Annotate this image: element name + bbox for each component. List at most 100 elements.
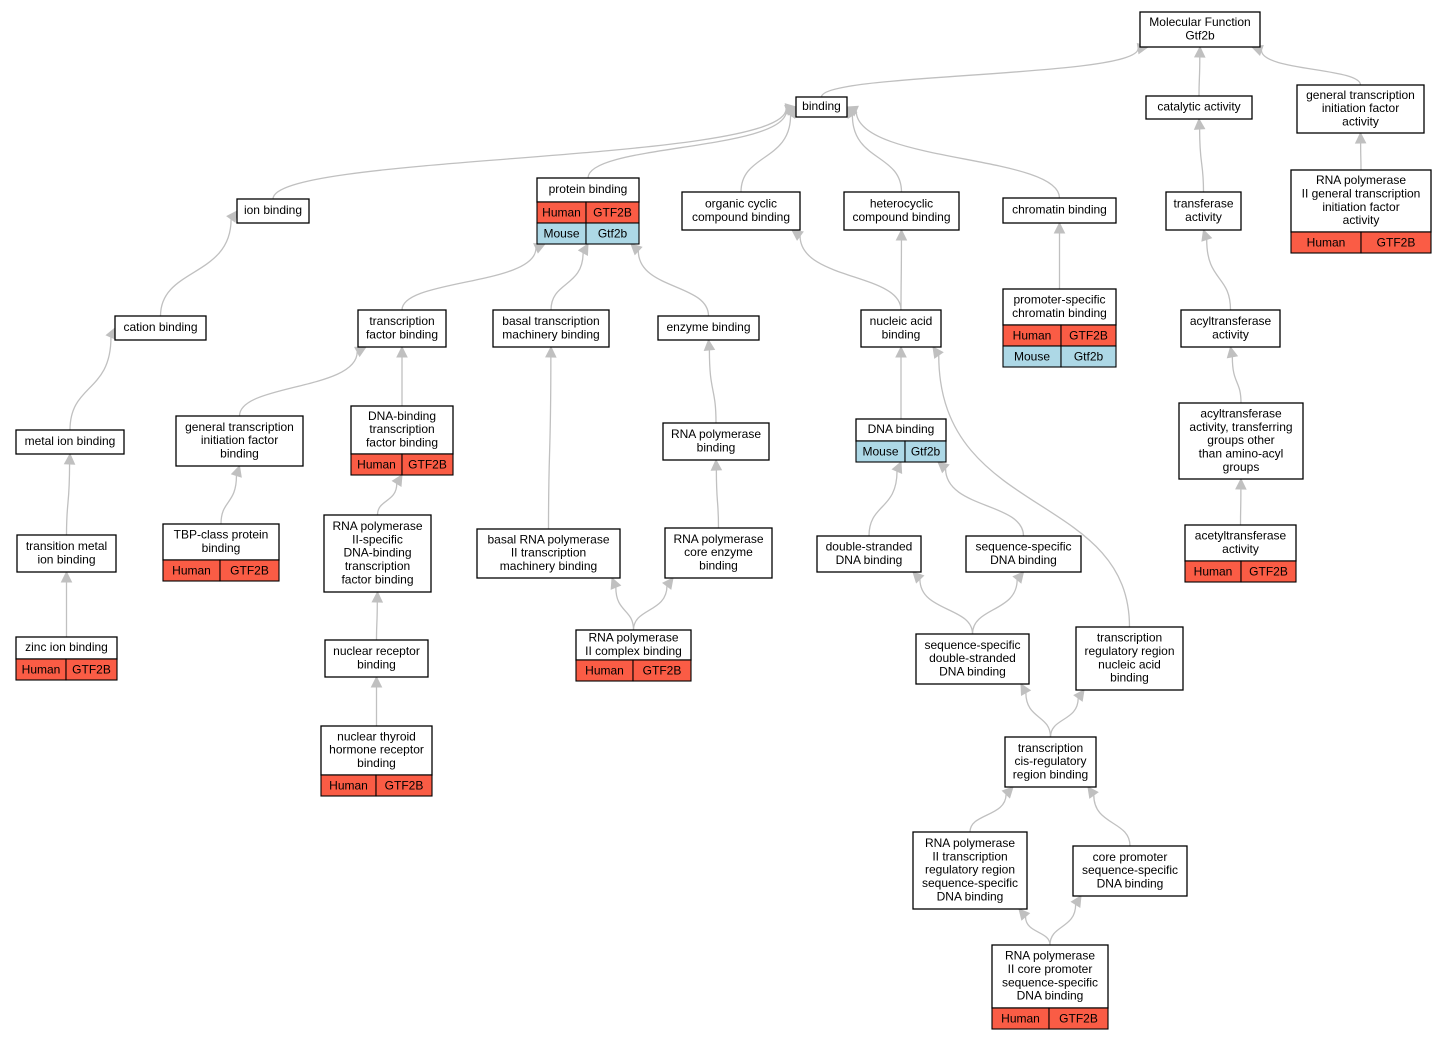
go-term-node-rnap2dna[interactable]: RNA polymeraseII-specificDNA-bindingtran… xyxy=(323,514,432,593)
edge-nucleic-to-organic xyxy=(799,235,902,311)
arrow-head xyxy=(610,576,622,590)
edge-tfb-to-protein xyxy=(401,248,537,311)
arrow-head xyxy=(791,229,804,241)
edge-corepromoter-to-cisreg xyxy=(1093,795,1131,847)
node-label-line: activity, transferring xyxy=(1189,420,1292,434)
go-term-node-ion[interactable]: ion binding xyxy=(236,198,310,224)
go-term-node-enzyme[interactable]: enzyme binding xyxy=(657,315,760,341)
node-label-line: binding xyxy=(699,558,738,572)
node-label-line: enzyme binding xyxy=(666,320,750,334)
go-term-node-metal[interactable]: metal ion binding xyxy=(15,429,125,455)
go-term-node-binding[interactable]: binding xyxy=(795,96,848,118)
node-label-line: factor binding xyxy=(341,572,413,586)
edge-rnapb-to-enzyme xyxy=(708,349,717,424)
node-label-line: groups other xyxy=(1207,433,1274,447)
gene-label: GTF2B xyxy=(643,664,682,678)
node-label-line: transcription xyxy=(369,314,434,328)
node-label-line: ion binding xyxy=(244,203,302,217)
node-label-line: factor binding xyxy=(366,327,438,341)
arrow-head xyxy=(391,474,403,487)
node-label-line: core promoter xyxy=(1093,850,1168,864)
edge-gtifa-to-mf xyxy=(1260,50,1362,86)
node-box xyxy=(1002,288,1117,326)
node-box xyxy=(1180,309,1281,348)
node-label-line: ion binding xyxy=(37,552,95,566)
node-box xyxy=(1075,626,1184,691)
edge-transmetal-to-metal xyxy=(65,463,71,536)
arrow-head xyxy=(63,452,76,465)
gene-cell xyxy=(1240,560,1297,583)
node-box xyxy=(236,198,310,224)
arrow-head xyxy=(891,460,903,474)
node-label-line: sequence-specific xyxy=(1082,863,1178,877)
node-label-line: initiation factor xyxy=(1322,200,1399,214)
node-label-line: RNA polymerase xyxy=(332,519,422,533)
gene-label: GTF2B xyxy=(593,206,632,220)
arrow-head xyxy=(630,243,643,256)
arrow-head xyxy=(226,210,238,223)
node-label-line: activity xyxy=(1222,542,1259,556)
node-label-line: Gtf2b xyxy=(1185,28,1215,42)
go-term-node-cation[interactable]: cation binding xyxy=(114,315,207,341)
arrow-head xyxy=(895,228,908,241)
edge-enzyme-to-protein xyxy=(637,250,710,317)
edge-protein-to-binding xyxy=(587,110,788,179)
gene-cell xyxy=(375,774,433,797)
node-label-line: machinery binding xyxy=(502,327,599,341)
node-box xyxy=(575,629,692,661)
arrow-head xyxy=(1073,689,1085,702)
go-term-node-catalytic[interactable]: catalytic activity xyxy=(1145,95,1253,120)
species-label: Mouse xyxy=(862,445,898,459)
arrow-head xyxy=(662,577,674,590)
edges-layer xyxy=(60,42,1367,946)
gene-cell xyxy=(65,658,118,681)
arrow-head xyxy=(545,345,557,358)
arrow-head xyxy=(230,464,242,478)
arrow-head xyxy=(703,338,716,351)
gene-cell xyxy=(1360,231,1432,254)
edge-trrna-to-nucleic xyxy=(938,355,1131,628)
node-label-line: cation binding xyxy=(123,320,197,334)
node-box xyxy=(1139,11,1261,48)
node-label-line: chromatin binding xyxy=(1012,203,1107,217)
node-label-line: II transcription xyxy=(511,546,586,560)
node-label-line: general transcription xyxy=(1306,88,1415,102)
node-box xyxy=(664,527,773,579)
go-term-node-chromatin[interactable]: chromatin binding xyxy=(1002,197,1117,224)
node-box xyxy=(1184,524,1297,562)
